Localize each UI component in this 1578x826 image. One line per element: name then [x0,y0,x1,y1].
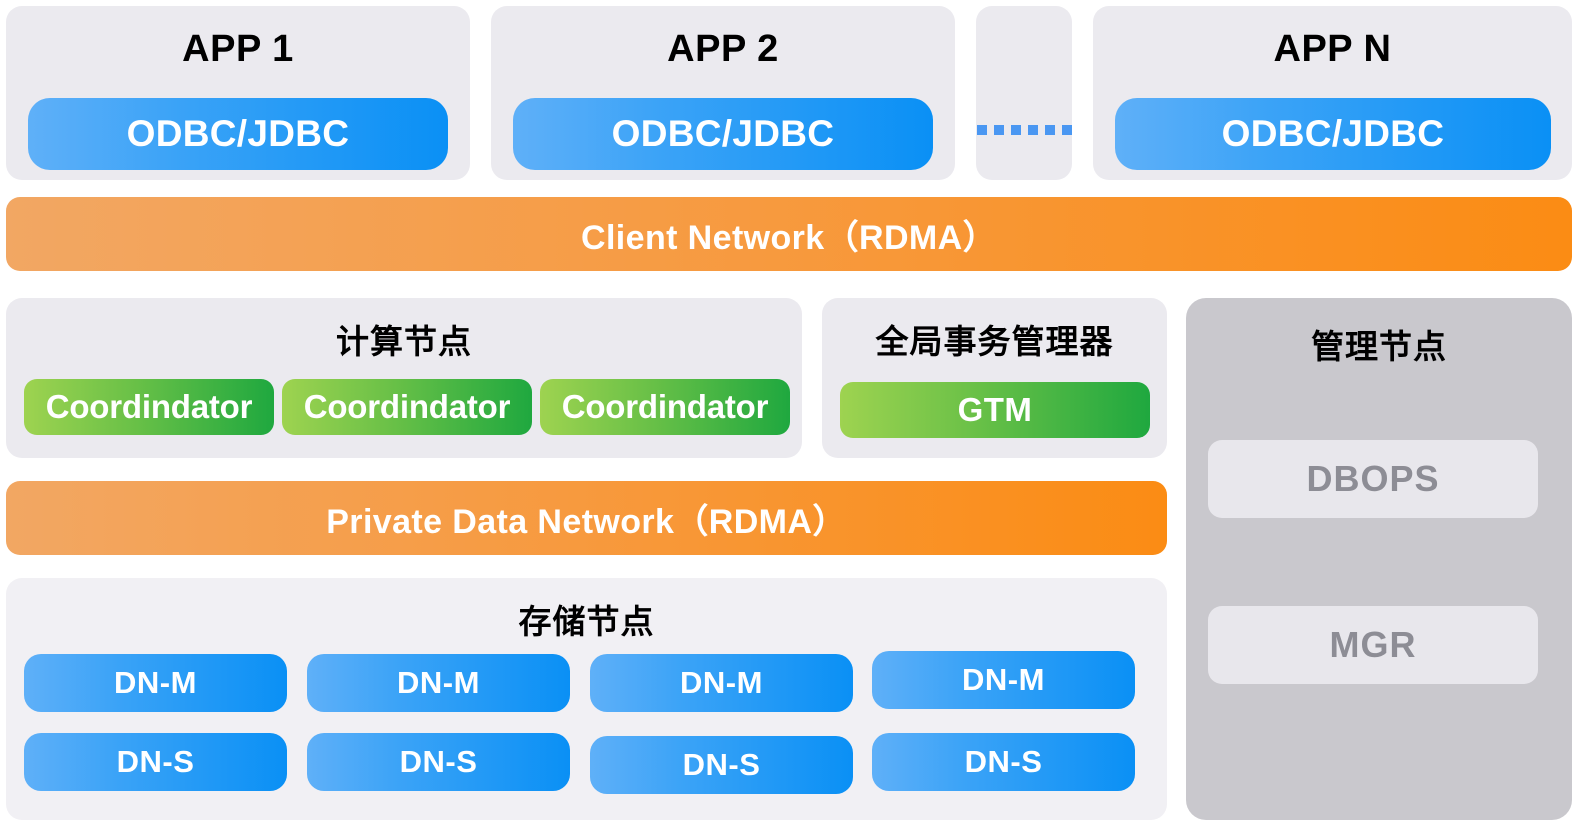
management-node-panel: 管理节点 DBOPS MGR [1186,298,1572,820]
storage-dn-master-3[interactable]: DN-M [590,654,853,712]
dotted-square-ellipsis-icon [976,124,1072,136]
app-panel-n: APP N ODBC/JDBC [1093,6,1572,180]
management-node-title: 管理节点 [1311,328,1447,365]
app-driver-chip-2[interactable]: ODBC/JDBC [513,98,933,170]
app-title-1: APP 1 [182,28,294,70]
storage-node-title: 存储节点 [518,603,655,640]
storage-dn-slave-4[interactable]: DN-S [872,733,1135,791]
client-network-bar: Client Network（RDMA） [6,197,1572,271]
compute-node-title: 计算节点 [336,323,472,360]
storage-dn-slave-2[interactable]: DN-S [307,733,570,791]
gtm-chip[interactable]: GTM [840,382,1150,438]
storage-dn-master-4[interactable]: DN-M [872,651,1135,709]
private-data-network-label: Private Data Network（RDMA） [326,502,847,541]
compute-node-panel: 计算节点 Coordindator Coordindator Coordinda… [6,298,802,458]
ellipsis-dot [976,125,987,135]
storage-dn-master-2[interactable]: DN-M [307,654,570,712]
ellipsis-dot [1044,125,1055,135]
management-box-mgr[interactable]: MGR [1208,606,1538,684]
app-title-2: APP 2 [667,28,779,70]
private-data-network-bar: Private Data Network（RDMA） [6,481,1167,555]
ellipsis-dot [1027,125,1038,135]
app-panel-ellipsis [976,6,1072,180]
ellipsis-dot [1010,125,1021,135]
storage-node-panel: 存储节点 DN-M DN-S DN-M DN-S DN-M DN-S DN-M … [6,578,1167,820]
storage-dn-slave-1[interactable]: DN-S [24,733,287,791]
coordinator-chip-3[interactable]: Coordindator [540,379,790,435]
app-panel-1: APP 1 ODBC/JDBC [6,6,470,180]
coordinator-chip-2[interactable]: Coordindator [282,379,532,435]
management-box-dbops[interactable]: DBOPS [1208,440,1538,518]
app-driver-chip-1[interactable]: ODBC/JDBC [28,98,448,170]
app-driver-chip-n[interactable]: ODBC/JDBC [1115,98,1551,170]
gtm-panel-title: 全局事务管理器 [875,323,1114,360]
storage-dn-master-1[interactable]: DN-M [24,654,287,712]
ellipsis-dot [993,125,1004,135]
gtm-panel: 全局事务管理器 GTM [822,298,1167,458]
ellipsis-dot [1061,125,1072,135]
app-title-n: APP N [1273,28,1392,70]
storage-dn-slave-3[interactable]: DN-S [590,736,853,794]
app-panel-2: APP 2 ODBC/JDBC [491,6,955,180]
client-network-label: Client Network（RDMA） [580,218,998,257]
coordinator-chip-1[interactable]: Coordindator [24,379,274,435]
